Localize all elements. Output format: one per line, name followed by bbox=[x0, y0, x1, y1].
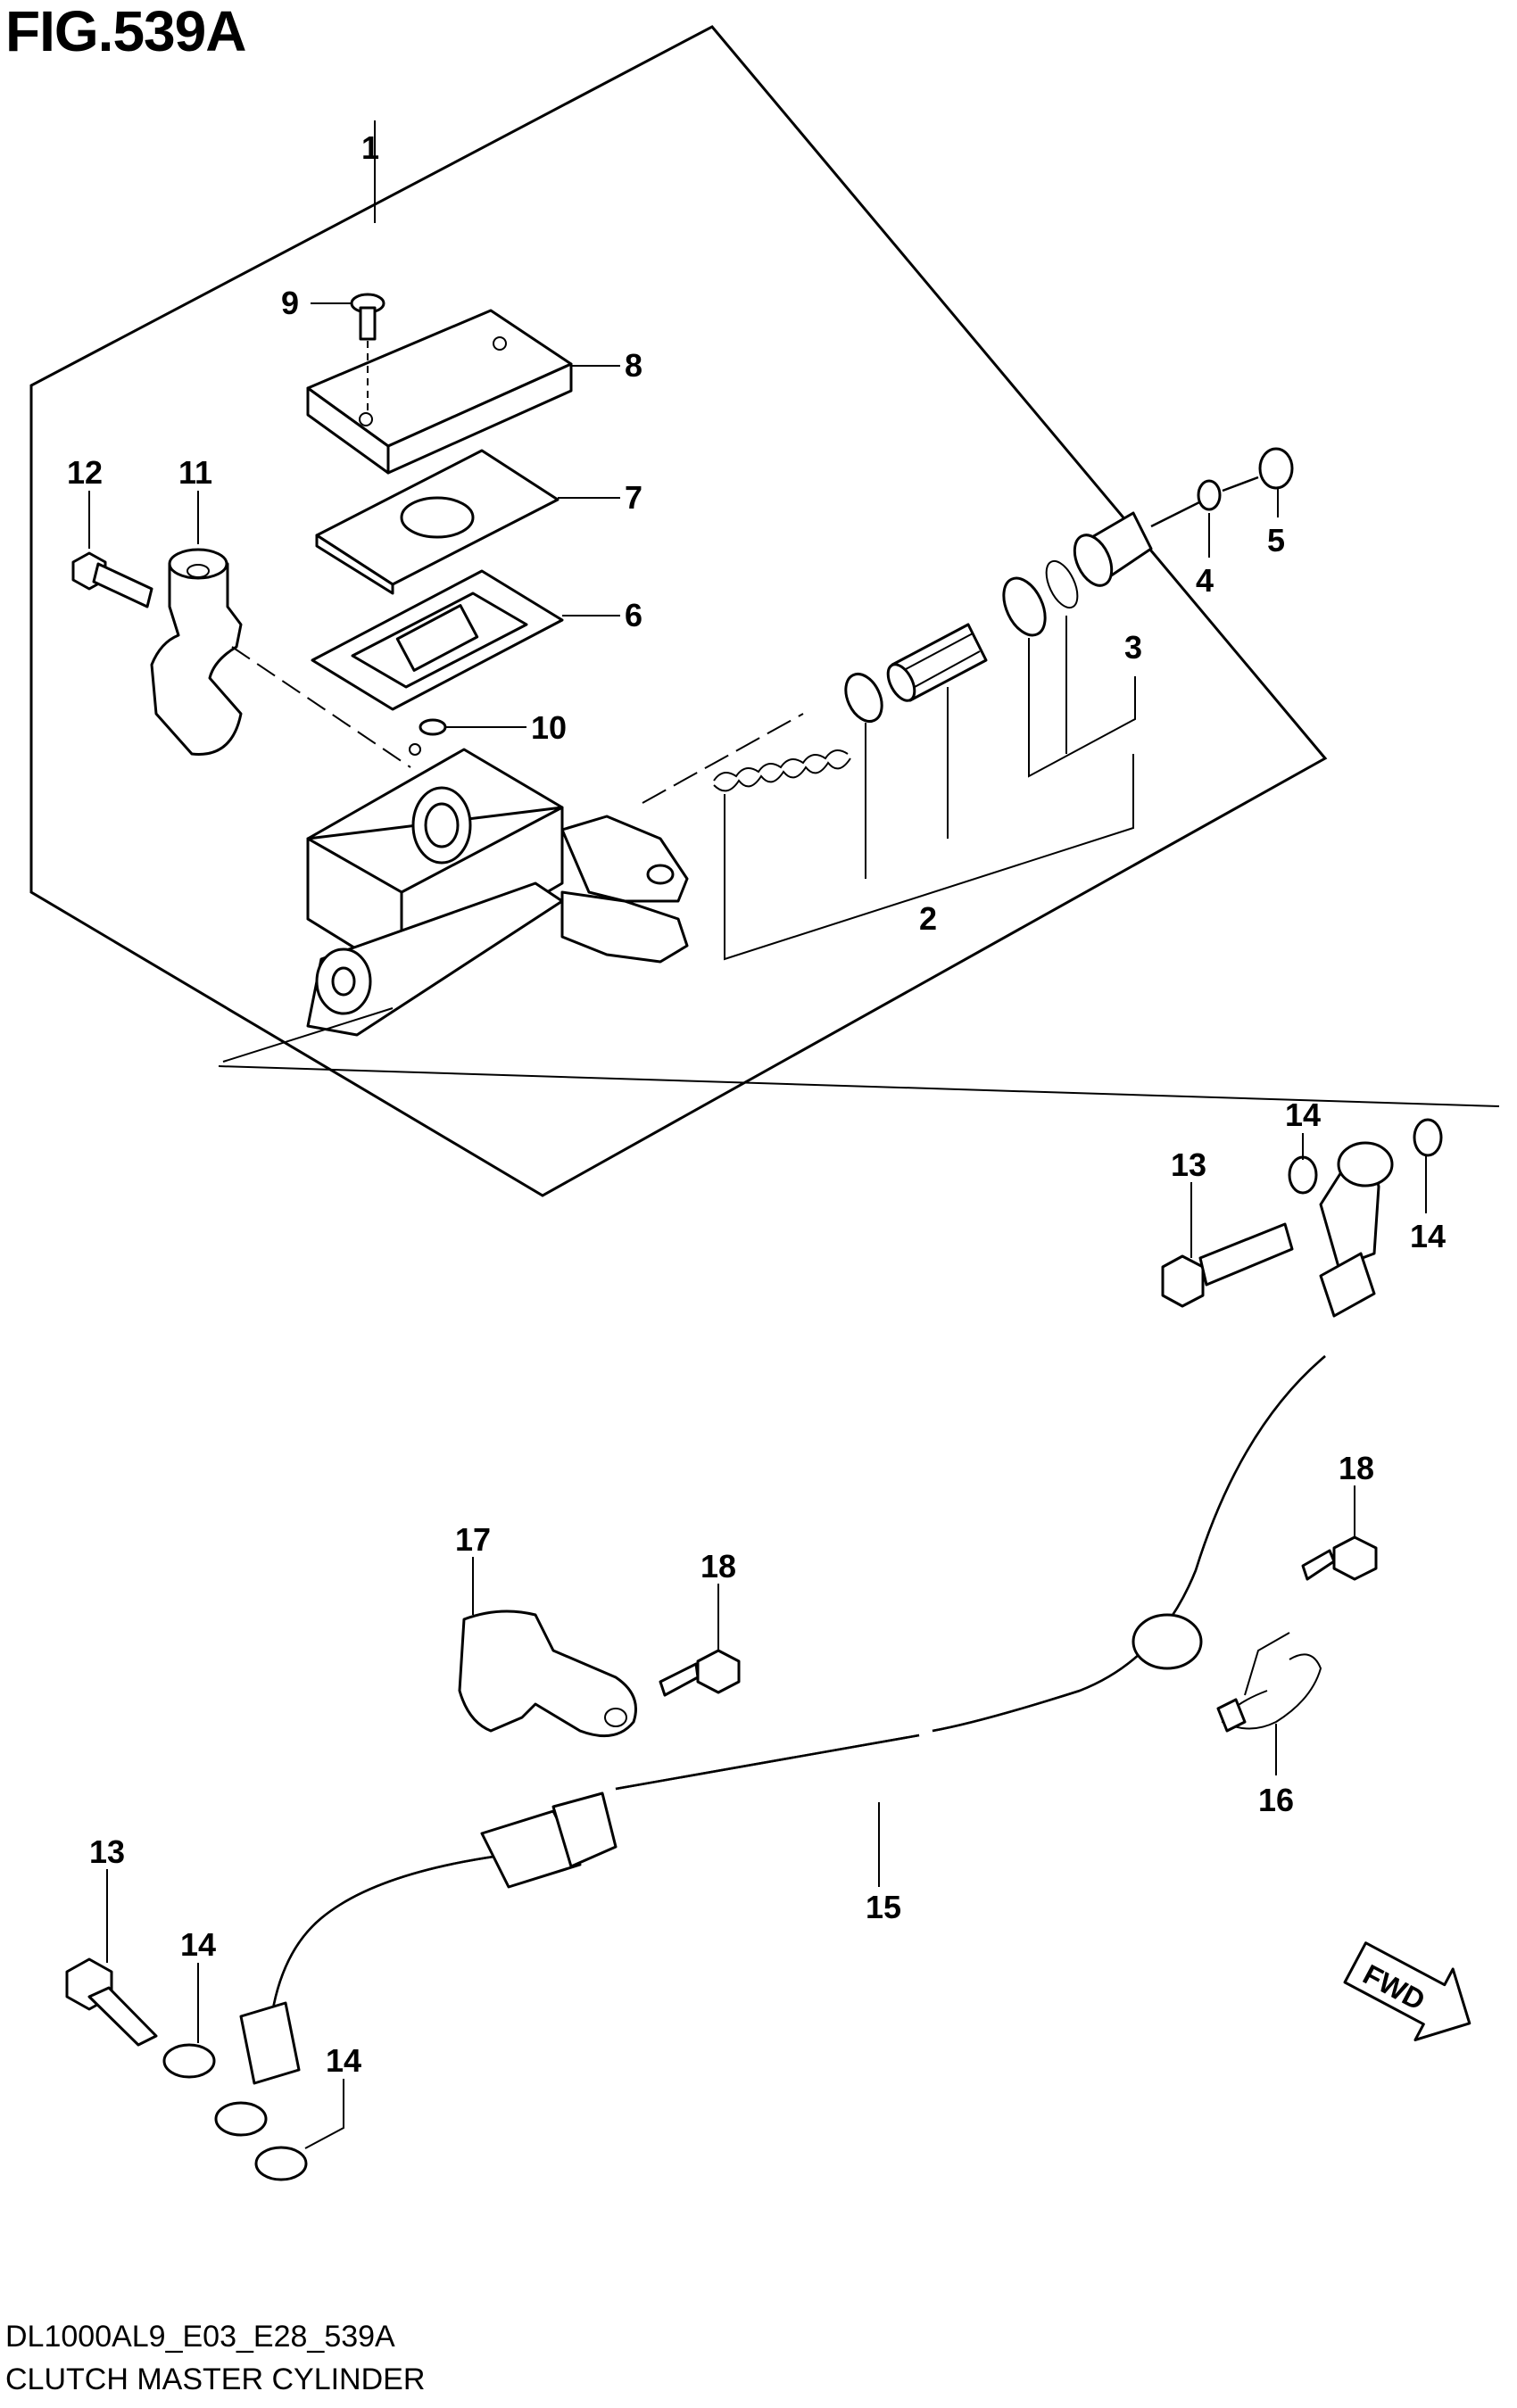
washer-14-b bbox=[1413, 1118, 1443, 1157]
bolt-18-mid bbox=[659, 1649, 741, 1697]
figure-name: CLUTCH MASTER CYLINDER bbox=[5, 2362, 426, 2396]
callout-1: 1 bbox=[361, 129, 379, 166]
reservoir-cap-part bbox=[306, 309, 573, 475]
callout-7: 7 bbox=[625, 479, 642, 516]
callout-3: 3 bbox=[1124, 629, 1142, 666]
callout-14-d: 14 bbox=[326, 2042, 361, 2079]
boot-part bbox=[1073, 511, 1153, 587]
callout-2: 2 bbox=[919, 900, 937, 937]
callout-6: 6 bbox=[625, 597, 642, 633]
washer-14-a bbox=[1288, 1155, 1318, 1195]
callout-17: 17 bbox=[455, 1521, 491, 1558]
nut-part bbox=[1258, 447, 1294, 490]
fwd-arrow-icon: FWD bbox=[1343, 1941, 1471, 2041]
master-cylinder-body bbox=[306, 748, 689, 1037]
spring-part bbox=[713, 749, 851, 792]
figure-title: FIG.539A bbox=[5, 0, 246, 63]
callout-11: 11 bbox=[178, 454, 212, 491]
plate-part bbox=[419, 718, 447, 736]
callout-16: 16 bbox=[1258, 1782, 1294, 1818]
callout-18-mid: 18 bbox=[700, 1548, 736, 1585]
callout-13-lower: 13 bbox=[89, 1833, 125, 1870]
callout-14-b: 14 bbox=[1410, 1218, 1446, 1254]
clutch-hose-part bbox=[214, 1141, 1394, 2137]
clip-16-part bbox=[1216, 1653, 1322, 1733]
callout-13-upper: 13 bbox=[1171, 1146, 1206, 1183]
callout-9: 9 bbox=[281, 285, 299, 321]
diaphragm-part bbox=[311, 569, 564, 711]
callout-8: 8 bbox=[625, 347, 642, 384]
callout-14-c: 14 bbox=[180, 1926, 216, 1963]
washer-14-d bbox=[254, 2146, 308, 2181]
washer-14-c bbox=[162, 2043, 216, 2079]
callout-12: 12 bbox=[67, 454, 103, 491]
diaphragm-plate-part bbox=[315, 449, 560, 595]
figure-code: DL1000AL9_E03_E28_539A bbox=[5, 2320, 395, 2354]
banjo-bolt-13-lower bbox=[65, 1957, 158, 2047]
clamp-17-part bbox=[458, 1609, 637, 1738]
group-bracket-2 bbox=[724, 687, 1134, 961]
push-rod-part bbox=[1150, 476, 1259, 528]
circlip-part bbox=[1045, 559, 1079, 609]
bolt-18-right bbox=[1301, 1535, 1378, 1581]
callout-14-a: 14 bbox=[1285, 1096, 1321, 1133]
callout-18-right: 18 bbox=[1339, 1450, 1374, 1486]
banjo-bolt-13-upper bbox=[1161, 1222, 1294, 1308]
piston-part bbox=[886, 623, 988, 702]
seal-part bbox=[1002, 576, 1047, 637]
callout-5: 5 bbox=[1267, 522, 1285, 559]
callout-15: 15 bbox=[866, 1889, 901, 1925]
callout-10: 10 bbox=[531, 709, 567, 746]
callout-4: 4 bbox=[1196, 562, 1214, 599]
group-bracket-3 bbox=[1028, 616, 1136, 778]
primary-cup-part bbox=[844, 673, 883, 723]
holder-part bbox=[150, 548, 243, 756]
bolt-12-part bbox=[71, 551, 153, 608]
screw-part bbox=[350, 293, 385, 341]
assembly-1-boundary bbox=[29, 25, 1328, 1197]
leader-14-d bbox=[304, 2079, 344, 2149]
